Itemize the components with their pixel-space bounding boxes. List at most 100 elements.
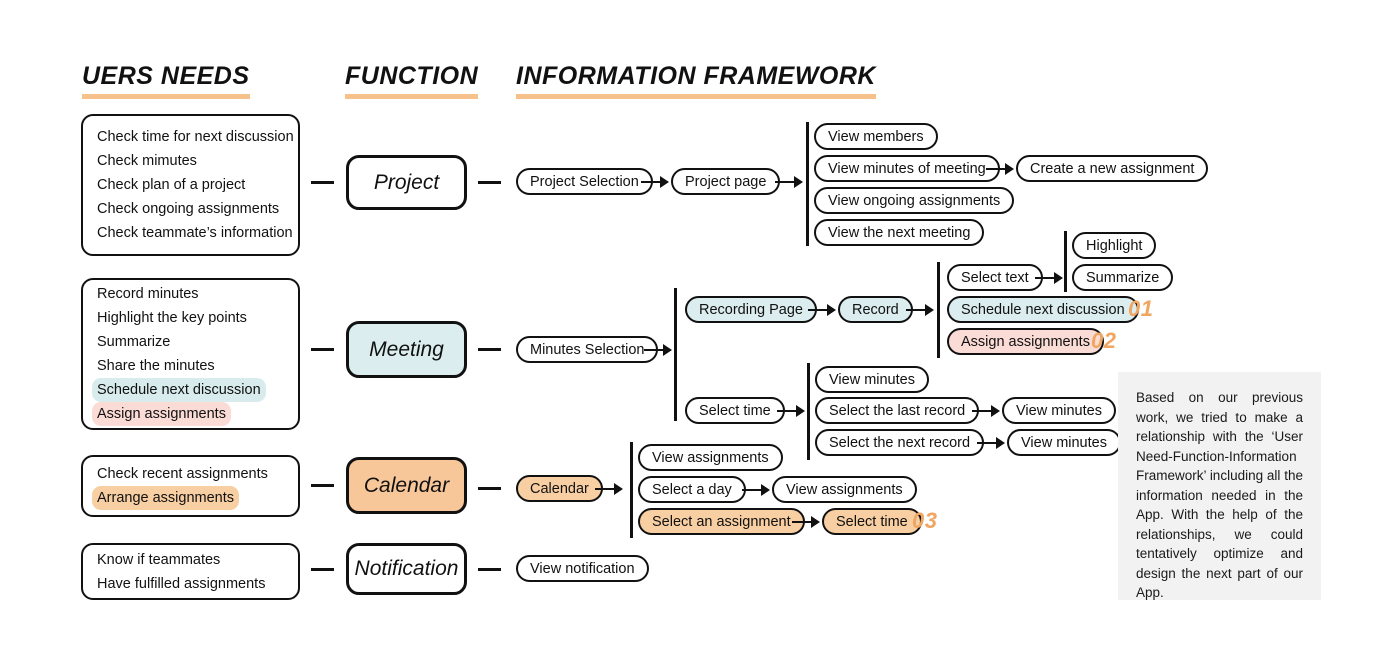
- pill-label: View minutes: [1021, 434, 1107, 451]
- arrow-shaft: [777, 409, 797, 413]
- step-number-03: 03: [912, 508, 938, 533]
- arrow-shaft: [972, 409, 992, 413]
- pill-view-ongoing-assignments[interactable]: View ongoing assignments: [814, 187, 1015, 214]
- branch-bracket-project: [806, 122, 809, 246]
- arrow-project-selection-to-page: [641, 172, 669, 192]
- pill-view-notification[interactable]: View notification: [516, 555, 649, 582]
- arrow-next-record-to-view-minutes: [977, 433, 1005, 453]
- pill-label: Select time: [699, 402, 771, 419]
- needs-item: Share the minutes: [97, 358, 215, 374]
- column-header-user-needs: UERS NEEDS: [82, 62, 250, 99]
- pill-label: Assign assignments: [961, 333, 1090, 350]
- pill-label: Select text: [961, 269, 1029, 286]
- pill-label: View the next meeting: [828, 224, 971, 241]
- pill-minutes-selection[interactable]: Minutes Selection: [516, 336, 659, 363]
- pill-highlight[interactable]: Highlight: [1072, 232, 1157, 259]
- pill-label: Calendar: [530, 480, 589, 497]
- pill-select-a-day[interactable]: Select a day: [638, 476, 746, 503]
- header-underline-information-framework: [516, 94, 876, 99]
- pill-label: Recording Page: [699, 301, 803, 318]
- pill-view-minutes-of-meeting[interactable]: View minutes of meeting: [814, 155, 1000, 182]
- arrow-head: [796, 405, 805, 417]
- pill-recording-page[interactable]: Recording Page: [685, 296, 817, 323]
- arrow-last-record-to-view-minutes: [972, 401, 1000, 421]
- arrow-head: [991, 405, 1000, 417]
- arrow-head: [811, 516, 820, 528]
- needs-item: Summarize: [97, 334, 171, 350]
- connector-function-calendar: [478, 487, 501, 490]
- connector-function-meeting: [478, 348, 501, 351]
- pill-create-a-new-assignment[interactable]: Create a new assignment: [1016, 155, 1209, 182]
- pill-view-assignments[interactable]: View assignments: [638, 444, 783, 471]
- needs-item-highlighted: Arrange assignments: [92, 486, 240, 510]
- pill-calendar[interactable]: Calendar: [516, 475, 603, 502]
- branch-bracket-meeting: [674, 288, 677, 421]
- function-box-notification[interactable]: Notification: [346, 543, 467, 595]
- arrow-shaft: [742, 488, 762, 492]
- arrow-head: [614, 483, 623, 495]
- note-text: Based on our previous work, we tried to …: [1136, 390, 1303, 600]
- pill-label: View ongoing assignments: [828, 192, 1001, 209]
- pill-label: Project Selection: [530, 173, 639, 190]
- pill-select-time-calendar[interactable]: Select time: [822, 508, 922, 535]
- needs-item: Highlight the key points: [97, 310, 247, 326]
- needs-item: Check plan of a project: [97, 177, 246, 193]
- pill-label: View assignments: [786, 481, 903, 498]
- pill-assign-assignments[interactable]: Assign assignments: [947, 328, 1104, 355]
- pill-select-time-meeting[interactable]: Select time: [685, 397, 785, 424]
- function-label-notification: Notification: [354, 557, 459, 580]
- arrow-head: [1005, 163, 1014, 175]
- pill-record[interactable]: Record: [838, 296, 913, 323]
- needs-item: Check mimutes: [97, 153, 197, 169]
- pill-label: Select the next record: [829, 434, 971, 451]
- pill-select-the-last-record[interactable]: Select the last record: [815, 397, 980, 424]
- note-panel: Based on our previous work, we tried to …: [1118, 372, 1321, 600]
- connector-needs-meeting: [311, 348, 334, 351]
- pill-summarize[interactable]: Summarize: [1072, 264, 1174, 291]
- pill-select-the-next-record[interactable]: Select the next record: [815, 429, 985, 456]
- arrow-shaft: [644, 348, 664, 352]
- pill-view-minutes-last[interactable]: View minutes: [1002, 397, 1116, 424]
- pill-schedule-next-discussion[interactable]: Schedule next discussion: [947, 296, 1139, 323]
- pill-select-text[interactable]: Select text: [947, 264, 1043, 291]
- arrow-head: [761, 484, 770, 496]
- branch-bracket-record: [937, 262, 940, 358]
- branch-bracket-calendar: [630, 442, 633, 538]
- function-box-project[interactable]: Project: [346, 155, 467, 210]
- pill-view-minutes-top[interactable]: View minutes: [815, 366, 929, 393]
- needs-item: Have fulfilled assignments: [97, 575, 266, 592]
- pill-label: Select an assignment: [652, 513, 791, 530]
- arrow-head: [660, 176, 669, 188]
- pill-label: View notification: [530, 560, 635, 577]
- needs-item: Check ongoing assignments: [97, 201, 280, 217]
- pill-view-the-next-meeting[interactable]: View the next meeting: [814, 219, 985, 246]
- pill-view-members[interactable]: View members: [814, 123, 938, 150]
- connector-needs-calendar: [311, 484, 334, 487]
- pill-project-selection[interactable]: Project Selection: [516, 168, 653, 195]
- pill-project-page[interactable]: Project page: [671, 168, 781, 195]
- pill-label: View minutes: [829, 371, 915, 388]
- pill-label: Schedule next discussion: [961, 301, 1125, 318]
- needs-item: Check teammate’s information: [97, 225, 293, 241]
- pill-view-assignments-day[interactable]: View assignments: [772, 476, 917, 503]
- needs-item-highlighted: Schedule next discussion: [92, 378, 266, 402]
- function-label-project: Project: [373, 170, 440, 194]
- needs-box-calendar: Check recent assignments Arrange assignm…: [81, 455, 300, 517]
- connector-needs-project: [311, 181, 334, 184]
- function-box-calendar[interactable]: Calendar: [346, 457, 467, 514]
- header-underline-user-needs: [82, 94, 250, 99]
- pill-label: View assignments: [652, 449, 769, 466]
- connector-needs-notification: [311, 568, 334, 571]
- pill-select-an-assignment[interactable]: Select an assignment: [638, 508, 805, 535]
- arrow-head: [663, 344, 672, 356]
- branch-bracket-select-time: [807, 363, 810, 460]
- pill-label: Select time: [836, 513, 908, 530]
- pill-view-minutes-next[interactable]: View minutes: [1007, 429, 1121, 456]
- pill-label: Project page: [685, 173, 767, 190]
- pill-label: View minutes of meeting: [828, 160, 986, 177]
- column-header-function: FUNCTION: [345, 62, 479, 99]
- function-box-meeting[interactable]: Meeting: [346, 321, 467, 378]
- header-underline-function: [345, 94, 479, 99]
- arrow-head: [925, 304, 934, 316]
